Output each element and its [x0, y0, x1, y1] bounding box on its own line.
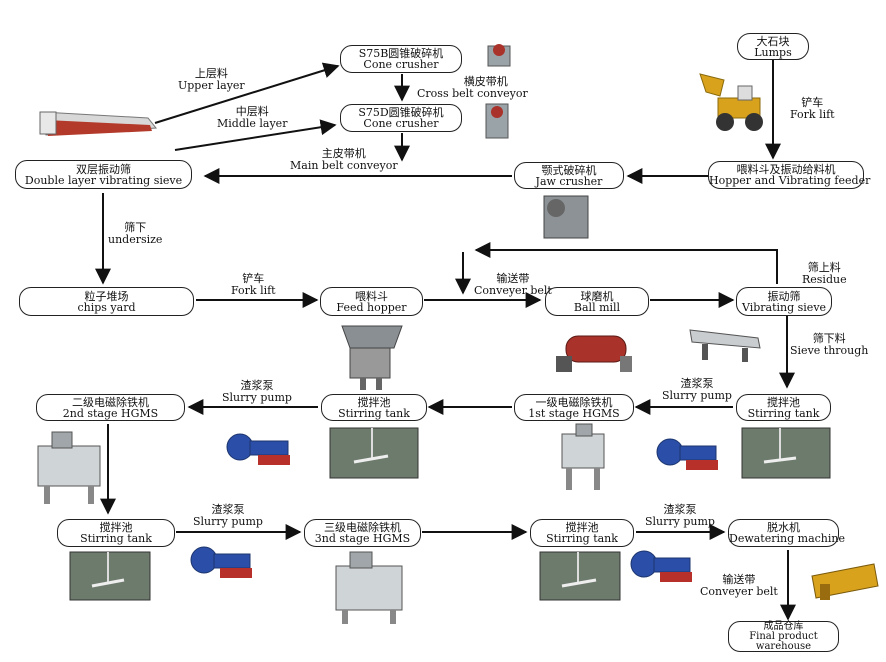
connector-lines	[95, 60, 796, 621]
vibrating-sieve-picture	[689, 329, 761, 362]
hgms-picture-1	[561, 423, 605, 490]
dewatering-machine-picture	[811, 563, 879, 600]
stirring-tank-picture-3	[69, 551, 151, 601]
node-final-warehouse: 成品仓库 Final product warehouse	[728, 621, 839, 652]
arrow-residue-return	[474, 242, 778, 284]
stirring-tank-picture-1	[741, 427, 831, 479]
feed-hopper-picture	[341, 325, 403, 390]
pump-picture-2	[656, 438, 718, 470]
stirring-tank-picture-4	[539, 551, 621, 601]
cone-crusher-picture-2	[485, 103, 509, 139]
cone-crusher-picture-1	[487, 44, 511, 67]
arrow-sieve-to-s75b	[154, 62, 340, 124]
wheel-loader-picture	[699, 73, 763, 131]
warehouse-en-label: Final product warehouse	[749, 630, 818, 652]
stirring-tank-picture-2	[329, 427, 419, 479]
double-sieve-picture	[39, 111, 157, 136]
pump-picture-4	[630, 550, 692, 582]
hgms-picture-2	[37, 431, 101, 504]
pump-picture-3	[190, 546, 252, 578]
pump-picture-1	[226, 433, 290, 465]
arrow-sieve-to-s75d	[174, 119, 337, 151]
hgms-picture-3	[335, 551, 403, 624]
jaw-crusher-picture	[543, 195, 589, 239]
ball-mill-picture	[556, 335, 632, 372]
